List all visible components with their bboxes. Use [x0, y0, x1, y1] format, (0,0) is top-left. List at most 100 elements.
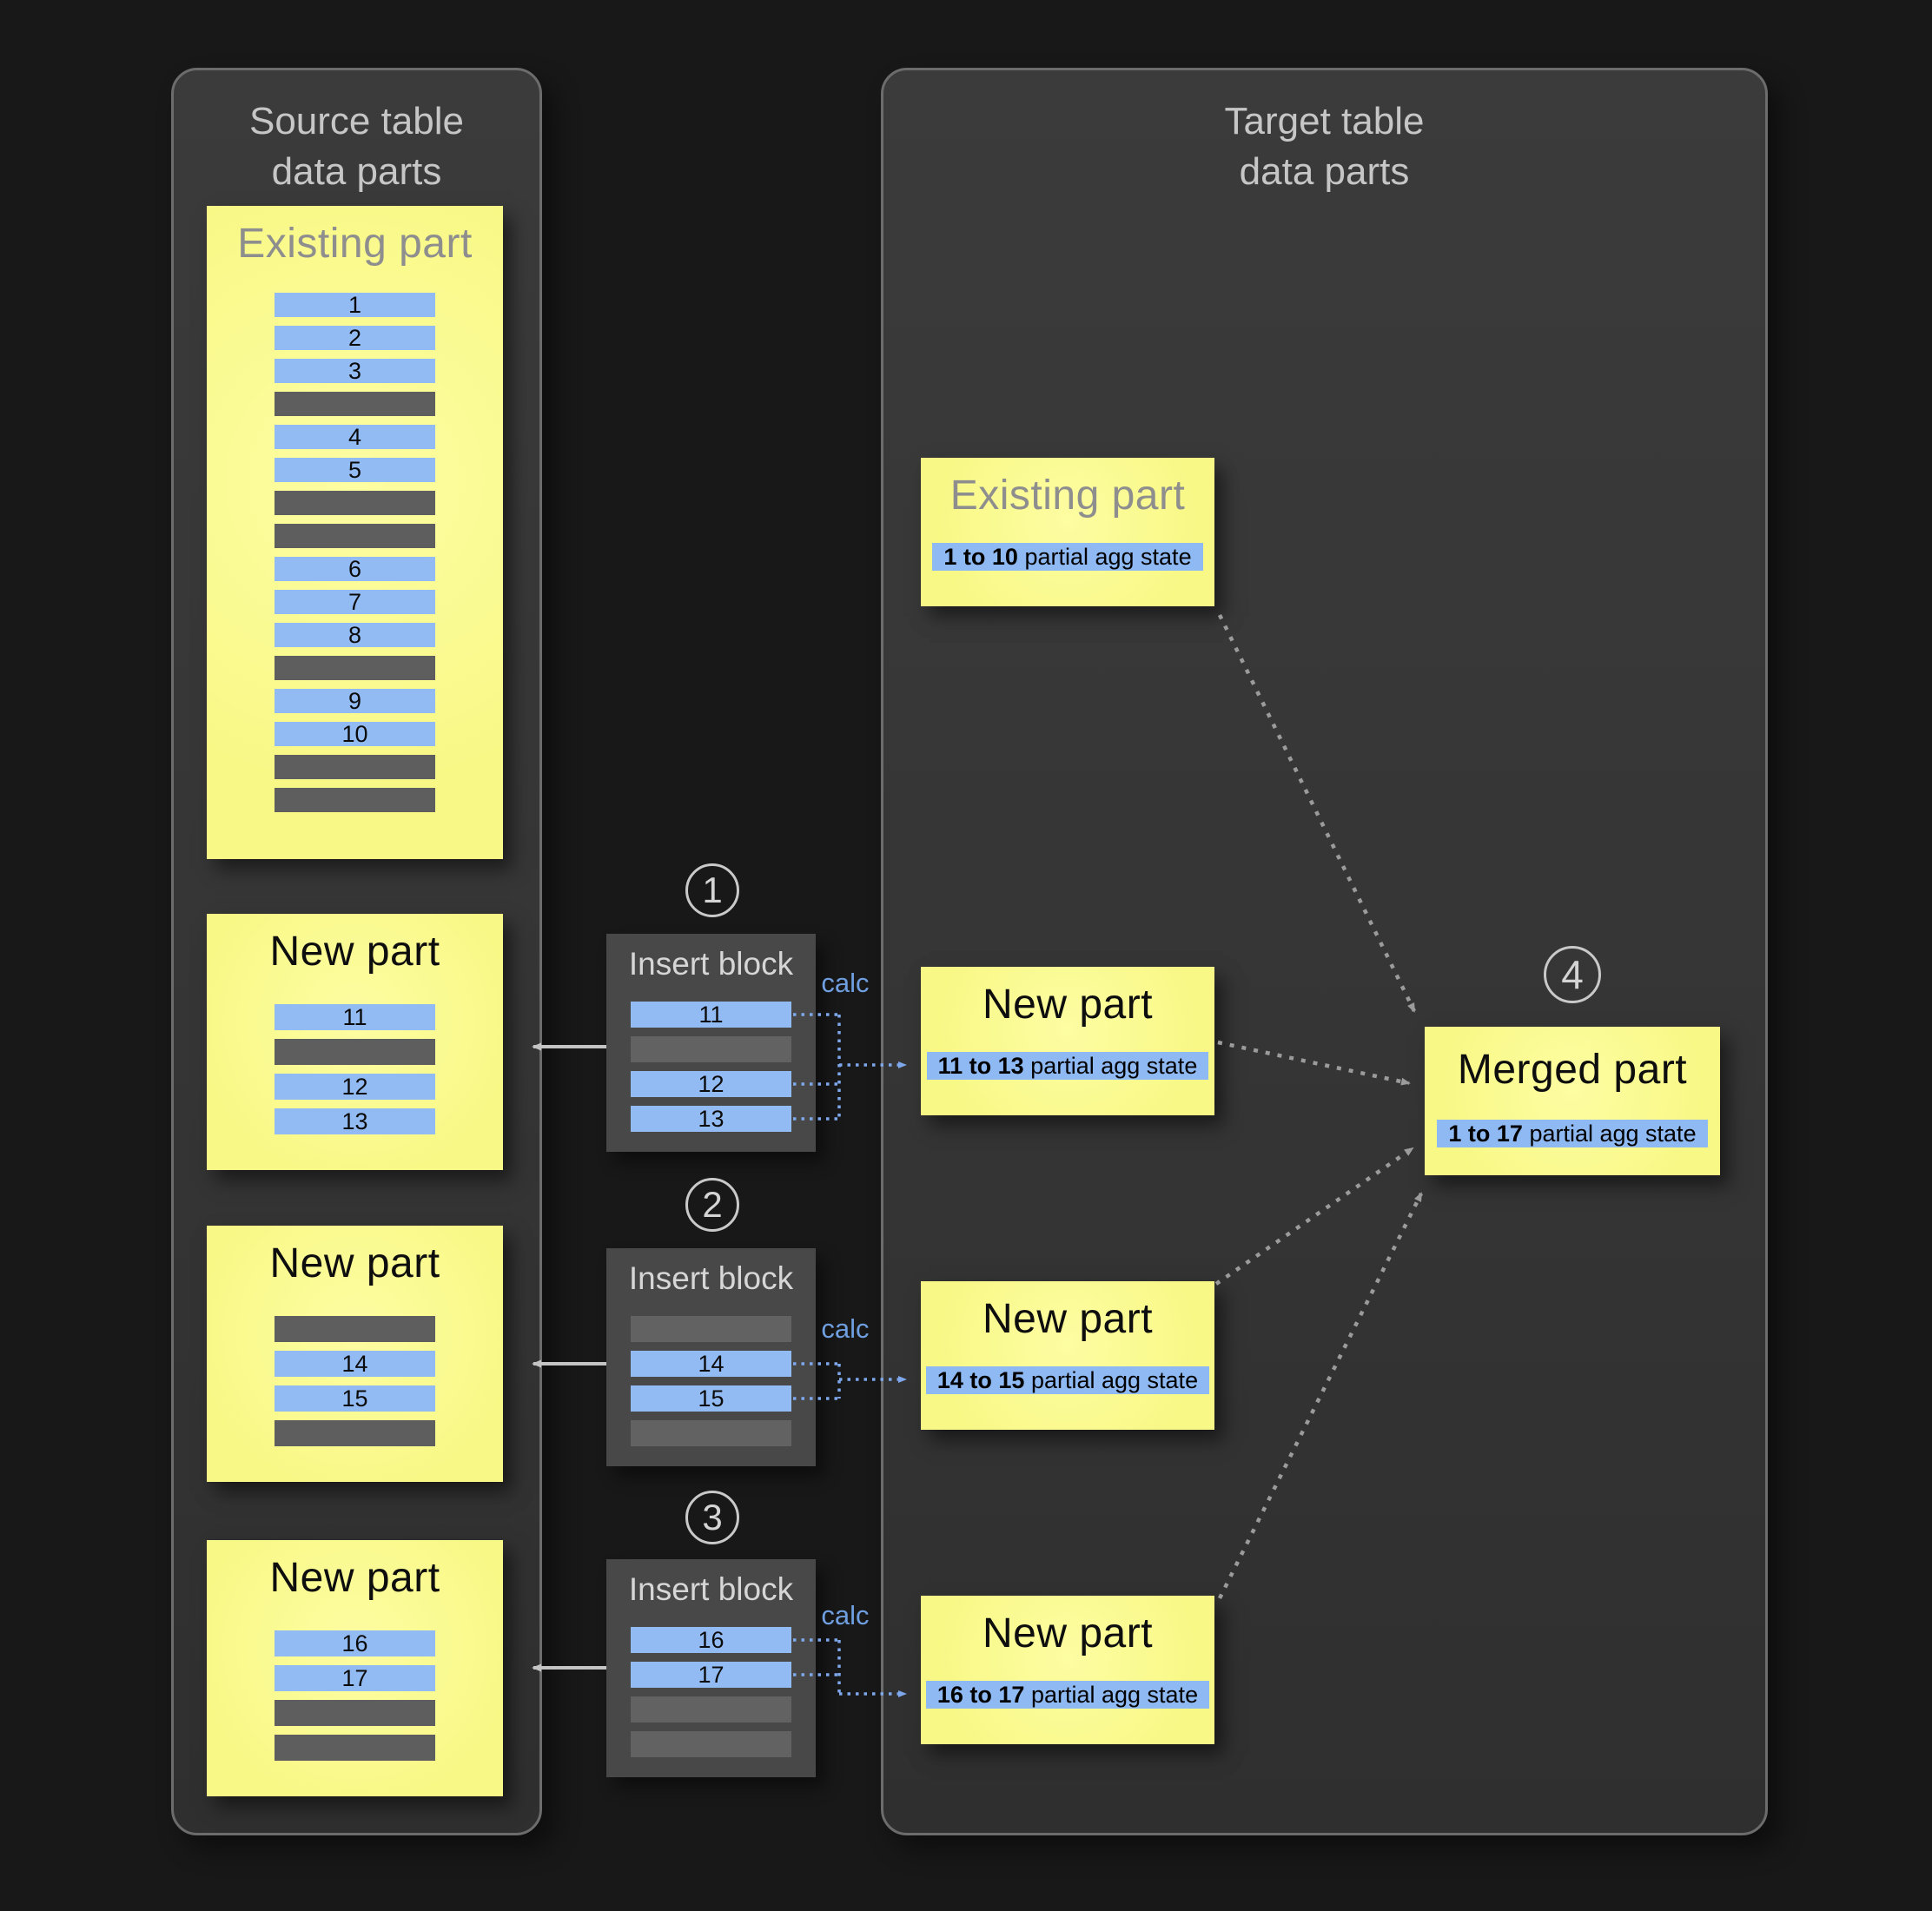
data-row: 6: [275, 556, 435, 582]
agg-range: 1 to 17: [1448, 1120, 1523, 1147]
agg-suffix: partial agg state: [1024, 1366, 1199, 1393]
data-row: 11: [631, 1002, 791, 1028]
source-new-part-1-title: New part: [269, 929, 440, 975]
anonymized-row: [631, 1036, 791, 1062]
data-row: 7: [275, 589, 435, 615]
target-new-part-1-agg-state-chip: 11 to 13 partial agg state: [926, 1052, 1209, 1080]
source-existing-part-title: Existing part: [237, 221, 473, 267]
step-4-number: 4: [1561, 952, 1584, 997]
agg-suffix: partial agg state: [1017, 543, 1192, 570]
source-existing-part: Existing part 1 2 3 4 5 6 7 8 9 10: [207, 206, 503, 859]
agg-suffix: partial agg state: [1522, 1120, 1697, 1147]
source-new-part-2-title: New part: [269, 1240, 440, 1286]
step-3-badge: 3: [685, 1491, 739, 1544]
data-row: 1: [275, 292, 435, 318]
anonymized-row: [275, 1700, 435, 1726]
target-existing-part-title: Existing part: [949, 473, 1186, 519]
data-row: 12: [275, 1074, 435, 1100]
target-table-panel: Target table data parts: [881, 68, 1768, 1835]
source-panel-title-line2: data parts: [271, 150, 442, 193]
target-new-part-1: New part 11 to 13 partial agg state: [921, 967, 1214, 1115]
anonymized-row: [275, 656, 435, 680]
anonymized-row: [631, 1420, 791, 1446]
data-row: 15: [631, 1385, 791, 1412]
anonymized-row: [275, 1316, 435, 1342]
anonymized-row: [275, 755, 435, 779]
agg-suffix: partial agg state: [1023, 1052, 1198, 1079]
insert-block-1-rows: 11 12 13: [631, 1002, 791, 1132]
target-existing-part: Existing part 1 to 10 partial agg state: [921, 458, 1214, 606]
data-row: 17: [631, 1662, 791, 1688]
data-row: 9: [275, 688, 435, 714]
target-merged-part-title: Merged part: [1457, 1047, 1688, 1093]
agg-suffix: partial agg state: [1024, 1681, 1199, 1708]
insert-block-1-title: Insert block: [628, 946, 794, 982]
target-new-part-3-agg-state-chip: 16 to 17 partial agg state: [925, 1681, 1210, 1709]
source-panel-title: Source table data parts: [174, 96, 539, 197]
target-panel-title-line2: data parts: [1239, 150, 1410, 193]
anonymized-row: [631, 1696, 791, 1723]
data-row: 16: [275, 1630, 435, 1656]
data-row: 5: [275, 457, 435, 483]
target-new-part-2: New part 14 to 15 partial agg state: [921, 1281, 1214, 1430]
data-row: 14: [275, 1351, 435, 1377]
data-row: 13: [631, 1106, 791, 1132]
calc-label-2: calc: [821, 1313, 870, 1344]
data-row: 4: [275, 424, 435, 450]
data-row: 3: [275, 358, 435, 384]
target-new-part-1-title: New part: [982, 982, 1154, 1028]
target-new-part-3-title: New part: [982, 1610, 1154, 1656]
target-merged-agg-state-chip: 1 to 17 partial agg state: [1437, 1120, 1708, 1147]
calc-label-3: calc: [821, 1600, 870, 1630]
anonymized-row: [275, 1735, 435, 1761]
target-panel-title: Target table data parts: [883, 96, 1765, 197]
anonymized-row: [275, 1039, 435, 1065]
anonymized-row: [275, 788, 435, 812]
data-row: 12: [631, 1071, 791, 1097]
anonymized-row: [275, 392, 435, 416]
data-row: 17: [275, 1665, 435, 1691]
agg-range: 1 to 10: [943, 543, 1018, 570]
step-3-number: 3: [702, 1497, 723, 1537]
step-1-badge: 1: [685, 863, 739, 917]
data-row: 16: [631, 1627, 791, 1653]
data-row: 15: [275, 1385, 435, 1412]
data-row: 14: [631, 1351, 791, 1377]
target-new-part-3: New part 16 to 17 partial agg state: [921, 1596, 1214, 1744]
agg-range: 14 to 15: [936, 1366, 1025, 1393]
step-4-badge: 4: [1544, 946, 1601, 1003]
source-new-part-1-rows: 11 12 13: [275, 1004, 435, 1134]
data-row: 2: [275, 325, 435, 351]
insert-block-3: Insert block 16 17: [606, 1559, 816, 1777]
anonymized-row: [275, 491, 435, 515]
source-existing-part-rows: 1 2 3 4 5 6 7 8 9 10: [275, 292, 435, 812]
anonymized-row: [631, 1731, 791, 1757]
anonymized-row: [631, 1316, 791, 1342]
data-row: 8: [275, 622, 435, 648]
calc-label-1: calc: [821, 968, 870, 998]
anonymized-row: [275, 524, 435, 548]
anonymized-row: [275, 1420, 435, 1446]
step-1-number: 1: [702, 870, 723, 910]
step-2-number: 2: [702, 1184, 723, 1225]
data-row: 10: [275, 721, 435, 747]
step-2-badge: 2: [685, 1178, 739, 1232]
target-panel-title-line1: Target table: [1224, 100, 1425, 142]
data-row: 11: [275, 1004, 435, 1030]
source-panel-title-line1: Source table: [248, 100, 465, 142]
insert-block-2-title: Insert block: [628, 1260, 794, 1296]
target-new-part-2-agg-state-chip: 14 to 15 partial agg state: [925, 1366, 1210, 1394]
target-merged-part: Merged part 1 to 17 partial agg state: [1425, 1027, 1720, 1175]
agg-range: 16 to 17: [936, 1681, 1025, 1708]
data-row: 13: [275, 1108, 435, 1134]
source-new-part-1: New part 11 12 13: [207, 914, 503, 1170]
insert-block-3-title: Insert block: [628, 1571, 794, 1607]
target-new-part-2-title: New part: [982, 1296, 1154, 1342]
